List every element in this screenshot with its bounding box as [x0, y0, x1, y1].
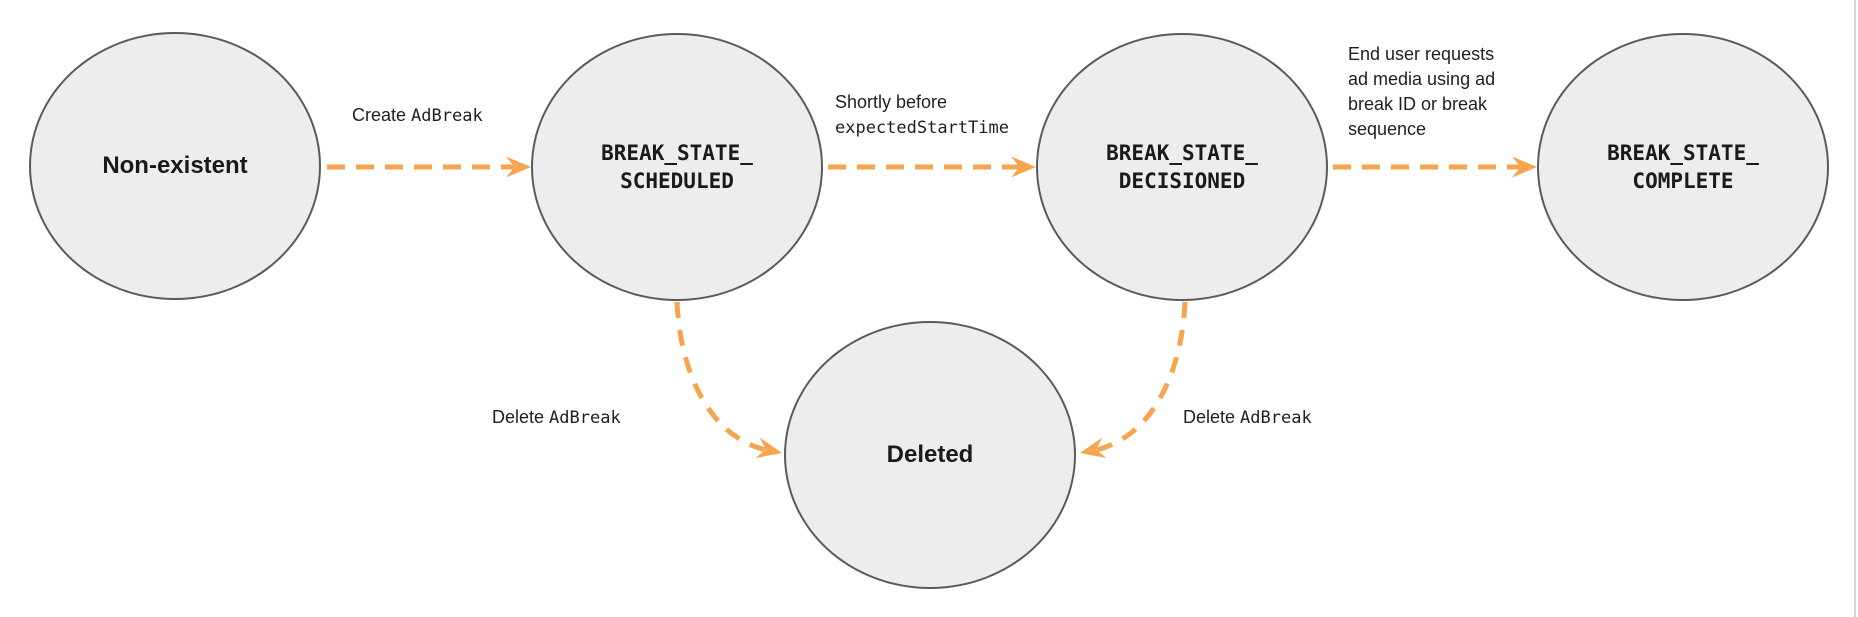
state-label-line: DECISIONED — [1118, 169, 1246, 193]
state-label-line: COMPLETE — [1632, 169, 1734, 193]
transition-label-create-adbreak: Create AdBreak — [352, 103, 483, 129]
transition-label-text: ad media using ad — [1348, 69, 1496, 89]
transition-label-end-user-requests: End user requests ad media using ad brea… — [1348, 42, 1495, 142]
transition-label-text: sequence — [1348, 119, 1427, 139]
state-node-non-existent: Non-existent — [29, 32, 321, 300]
transition-label-code: AdBreak — [1240, 408, 1312, 428]
state-label: Non-existent — [102, 152, 247, 180]
transition-label-shortly-before: Shortly before expectedStartTime — [835, 89, 1009, 141]
transition-label-text: Delete — [492, 407, 550, 427]
arrow-decisioned-to-deleted — [1080, 301, 1188, 459]
arrowhead-right-icon — [506, 156, 531, 178]
arrowhead-down-left-icon — [1080, 437, 1107, 459]
transition-label-delete-adbreak-right: Delete AdBreak — [1183, 405, 1312, 431]
state-label: Deleted — [887, 441, 974, 469]
transition-label-text: Shortly before — [835, 92, 948, 112]
state-label: BREAK_STATE_ COMPLETE — [1607, 139, 1759, 195]
state-node-break-state-decisioned: BREAK_STATE_ DECISIONED — [1036, 33, 1328, 301]
transition-label-text: End user requests — [1348, 44, 1495, 64]
state-label-line: BREAK_STATE_ — [1607, 141, 1759, 165]
transition-label-code: AdBreak — [411, 106, 483, 126]
state-label-line: Deleted — [886, 441, 974, 468]
transition-label-text: Create — [352, 105, 412, 125]
state-label: BREAK_STATE_ SCHEDULED — [601, 139, 753, 195]
arrow-scheduled-to-deleted — [674, 301, 782, 459]
arrow-create-adbreak — [327, 156, 531, 178]
arrow-shortly-before-expectedstarttime — [828, 156, 1036, 178]
state-label-line: Non-existent — [102, 152, 248, 179]
arrow-end-user-requests-ad-media — [1333, 156, 1537, 178]
transition-label-code: expectedStartTime — [835, 118, 1009, 138]
transition-label-text: break ID or break — [1348, 94, 1488, 114]
state-node-break-state-scheduled: BREAK_STATE_ SCHEDULED — [531, 33, 823, 301]
state-node-deleted: Deleted — [784, 321, 1076, 589]
arrowhead-right-icon — [1512, 156, 1537, 178]
transition-label-text: Delete — [1183, 407, 1241, 427]
state-node-break-state-complete: BREAK_STATE_ COMPLETE — [1537, 33, 1829, 301]
arrowhead-right-icon — [1011, 156, 1036, 178]
transition-label-delete-adbreak-left: Delete AdBreak — [492, 405, 621, 431]
transition-label-code: AdBreak — [549, 408, 621, 428]
state-label-line: BREAK_STATE_ — [601, 141, 753, 165]
page-edge-divider — [1854, 0, 1856, 617]
state-label: BREAK_STATE_ DECISIONED — [1106, 139, 1258, 195]
state-label-line: BREAK_STATE_ — [1106, 141, 1258, 165]
state-label-line: SCHEDULED — [620, 169, 734, 193]
arrowhead-down-right-icon — [755, 437, 782, 459]
